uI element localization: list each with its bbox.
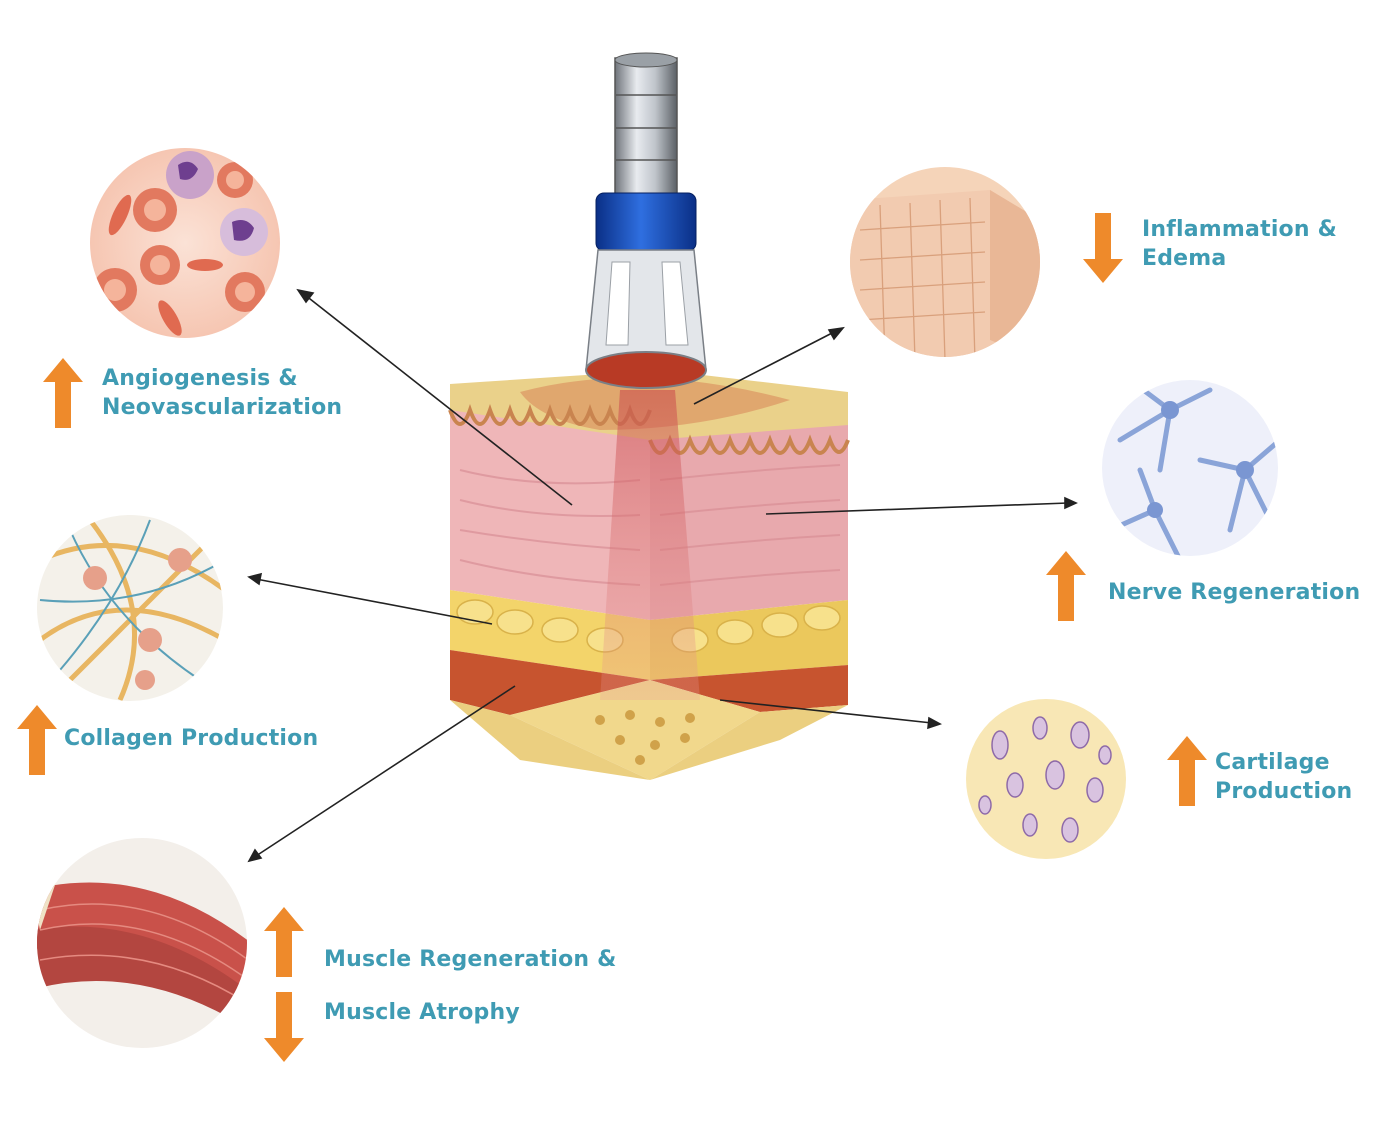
skin-cross-section [448, 370, 850, 780]
label-line: Cartilage [1215, 750, 1330, 775]
increase-arrow-icon [1046, 551, 1086, 621]
label-line: Production [1215, 779, 1353, 804]
shockwave-applicator [585, 52, 707, 389]
label-inflammation: Inflammation & Edema [1142, 215, 1337, 273]
label-muscle-regeneration: Muscle Regeneration & [324, 945, 617, 974]
increase-arrow-icon [264, 907, 304, 977]
label-line: Angiogenesis & [102, 366, 298, 391]
inset-cartilage [966, 699, 1126, 859]
decrease-arrow-icon [264, 992, 304, 1062]
label-angiogenesis: Angiogenesis & Neovascularization [102, 364, 342, 422]
increase-arrow-icon [43, 358, 83, 428]
label-line: Inflammation & [1142, 217, 1337, 242]
label-line: Nerve Regeneration [1108, 580, 1361, 605]
label-muscle-atrophy: Muscle Atrophy [324, 998, 520, 1027]
increase-arrow-icon [1167, 736, 1207, 806]
inset-muscle [37, 838, 247, 1048]
label-line: Muscle Regeneration & [324, 947, 617, 972]
label-line: Muscle Atrophy [324, 1000, 520, 1025]
pointer-lines [247, 288, 1078, 863]
label-line: Collagen Production [64, 726, 319, 751]
label-cartilage: Cartilage Production [1215, 748, 1352, 806]
inset-epithelium [850, 167, 1040, 357]
label-line: Neovascularization [102, 395, 343, 420]
inset-collagen [37, 515, 223, 701]
inset-angiogenesis [90, 148, 280, 338]
label-nerve-regeneration: Nerve Regeneration [1108, 578, 1360, 607]
increase-arrow-icon [17, 705, 57, 775]
decrease-arrow-icon [1083, 213, 1123, 283]
inset-nerve [1102, 380, 1278, 556]
label-line: Edema [1142, 246, 1227, 271]
label-collagen: Collagen Production [64, 724, 318, 753]
